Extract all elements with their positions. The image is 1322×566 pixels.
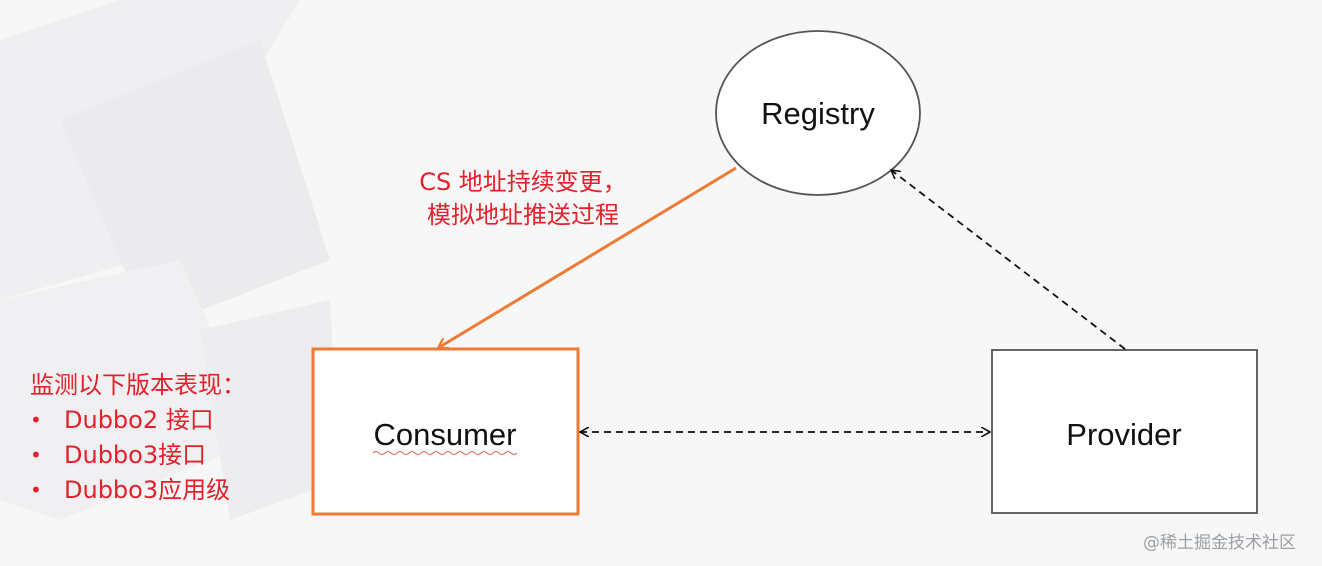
address-change-note: CS 地址持续变更， 模拟地址推送过程 [392, 166, 654, 232]
consumer-node: Consumer [311, 347, 580, 516]
list-item: • Dubbo3接口 [30, 438, 246, 473]
list-item-label: Dubbo2 接口 [64, 406, 214, 434]
provider-box [991, 349, 1258, 514]
list-item: • Dubbo3应用级 [30, 473, 246, 508]
consumer-box [311, 347, 580, 516]
bullet-icon: • [30, 443, 42, 467]
provider-label: Provider [1066, 417, 1181, 452]
edge-registry-to-consumer [438, 166, 737, 350]
spellcheck-underline [372, 451, 518, 455]
monitor-list-title: 监测以下版本表现： [30, 371, 246, 399]
address-change-note-line1: CS 地址持续变更， [419, 168, 627, 196]
watermark: @稀土掘金技术社区 [1143, 533, 1296, 553]
provider-node: Provider [991, 349, 1258, 514]
bg-facet [0, 260, 260, 520]
registry-label: Registry [761, 96, 875, 131]
bg-facet [200, 300, 340, 520]
list-item-label: Dubbo3应用级 [64, 476, 231, 504]
bullet-icon: • [30, 408, 42, 432]
registry-ellipse [715, 30, 921, 196]
bullet-icon: • [30, 478, 42, 502]
bg-facet [60, 40, 330, 330]
edge-provider-to-registry [891, 170, 1126, 350]
address-change-note-line2: 模拟地址推送过程 [427, 201, 619, 229]
list-item-label: Dubbo3接口 [64, 441, 207, 469]
list-item: • Dubbo2 接口 [30, 403, 246, 438]
registry-node: Registry [715, 30, 921, 196]
consumer-label: Consumer [374, 417, 517, 452]
monitor-list: 监测以下版本表现： • Dubbo2 接口 • Dubbo3接口 • Dubbo… [30, 368, 246, 508]
